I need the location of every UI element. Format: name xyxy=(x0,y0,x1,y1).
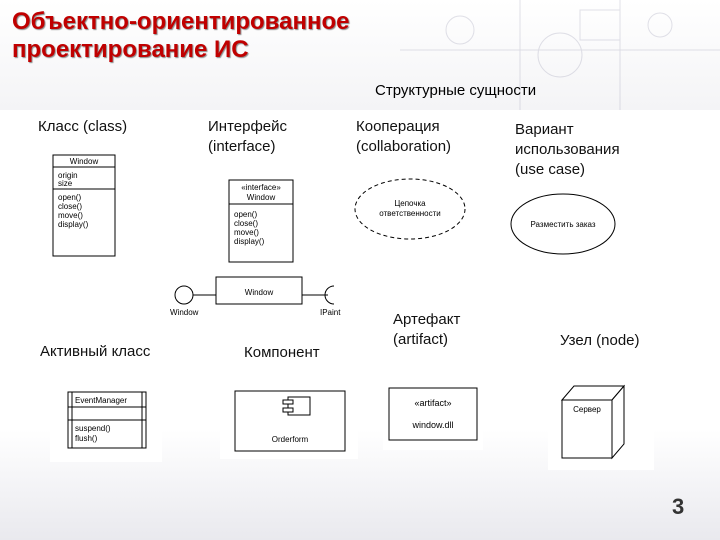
page-number: 3 xyxy=(672,494,685,519)
interface-name: Window xyxy=(247,193,276,202)
label-active-class: Активный класс xyxy=(40,343,151,360)
usecase-diagram: Разместить заказ xyxy=(505,190,620,260)
active-class-name: EventManager xyxy=(75,396,127,405)
decor-pattern xyxy=(400,0,720,110)
interface-op: display() xyxy=(234,237,265,246)
usecase-text: Разместить заказ xyxy=(530,220,595,229)
component-diagram: Orderform xyxy=(220,377,358,459)
node-name: Сервер xyxy=(573,405,601,414)
interface-stereotype: «interface» xyxy=(241,183,281,192)
class-attr: origin xyxy=(58,171,78,180)
collaboration-text: ответственности xyxy=(379,209,441,218)
interface-op: open() xyxy=(234,210,257,219)
label-component: Компонент xyxy=(244,344,320,361)
interface-component-name: Window xyxy=(245,288,274,297)
artifact-diagram: «artifact» window.dll xyxy=(383,380,483,450)
label-interface: Интерфейс(interface) xyxy=(208,118,288,155)
provided-interface-label: Window xyxy=(170,308,199,317)
class-op: display() xyxy=(58,220,89,229)
collaboration-text: Цепочка xyxy=(394,199,426,208)
artifact-name: window.dll xyxy=(411,420,453,430)
section-subtitle: Структурные сущности xyxy=(375,82,537,99)
label-node: Узел (node) xyxy=(560,332,640,349)
class-name: Window xyxy=(70,157,99,166)
interface-diagram: «interface» Window open() close() move()… xyxy=(158,164,350,324)
node-diagram: Сервер xyxy=(548,378,654,470)
label-artifact: Артефакт(artifact) xyxy=(393,311,461,348)
interface-op: move() xyxy=(234,228,259,237)
class-op: open() xyxy=(58,193,81,202)
label-class: Класс (class) xyxy=(38,118,128,135)
interface-op: close() xyxy=(234,219,258,228)
collaboration-diagram: Цепочка ответственности xyxy=(350,173,470,245)
active-class-op: suspend() xyxy=(75,424,111,433)
class-diagram: Window origin size open() close() move()… xyxy=(40,147,122,265)
class-op: close() xyxy=(58,202,82,211)
component-name: Orderform xyxy=(272,435,309,444)
active-class-diagram: EventManager suspend() flush() xyxy=(50,380,162,462)
artifact-stereotype: «artifact» xyxy=(414,398,451,408)
header-background xyxy=(0,0,720,110)
label-collaboration: Кооперация(collaboration) xyxy=(356,118,452,155)
active-class-op: flush() xyxy=(75,434,98,443)
class-attr: size xyxy=(58,179,73,188)
required-interface-label: IPaint xyxy=(320,308,341,317)
class-op: move() xyxy=(58,211,83,220)
